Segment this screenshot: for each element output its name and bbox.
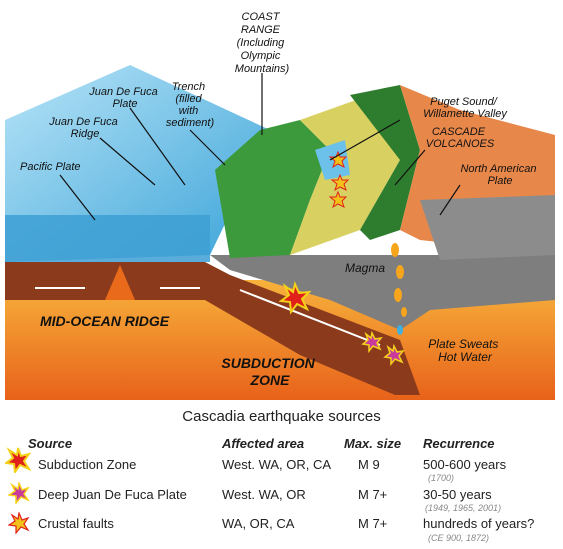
burst-deep-plate-2 bbox=[383, 343, 405, 367]
row-3-dates: (CE 900, 1872) bbox=[428, 533, 490, 543]
ocean-water bbox=[5, 65, 270, 262]
leader-lines bbox=[59, 73, 461, 221]
trench-label: Trench (filled with sediment) bbox=[166, 81, 215, 129]
subduction-zone-label: SUBDUCTION ZONE bbox=[221, 355, 318, 388]
puget-sound-label: Puget Sound/ Willamette Valley bbox=[423, 96, 508, 120]
row-1-area: West. WA, OR, CA bbox=[222, 457, 332, 472]
cross-section-illustration: COAST RANGE (Including Olympic Mountains… bbox=[5, 11, 555, 400]
row-2-dates: (1949, 1965, 2001) bbox=[425, 503, 502, 513]
coast-range-label: COAST RANGE (Including Olympic Mountains… bbox=[235, 11, 290, 75]
north-american-gray bbox=[420, 195, 555, 260]
burst-subduction bbox=[278, 280, 312, 315]
row-2-area: West. WA, OR bbox=[222, 487, 306, 502]
puget-sound-water bbox=[315, 140, 350, 180]
row-2-size: M 7+ bbox=[358, 487, 388, 502]
juan-de-fuca-plate-label: Juan De Fuca Plate bbox=[88, 86, 161, 110]
row-1-source: Subduction Zone bbox=[38, 457, 137, 472]
row-1-dates: (1700) bbox=[428, 473, 455, 483]
magma-drops bbox=[391, 243, 407, 335]
header-source: Source bbox=[28, 436, 73, 451]
row-1-size: M 9 bbox=[358, 457, 380, 472]
cascade-mountains bbox=[350, 85, 420, 240]
row-2-source: Deep Juan De Fuca Plate bbox=[38, 487, 187, 502]
mid-ocean-ridge-rise bbox=[105, 265, 135, 300]
red-burst-icon bbox=[5, 447, 31, 473]
plate-motion-arrows bbox=[35, 287, 381, 346]
magma-label: Magma bbox=[345, 261, 385, 275]
row-3-area: WA, OR, CA bbox=[222, 516, 295, 531]
cascade-volcanoes-label: CASCADE VOLCANOES bbox=[426, 126, 495, 150]
legend-title: Cascadia earthquake sources bbox=[182, 408, 381, 425]
north-american-plate-label: North American Plate bbox=[460, 163, 539, 187]
magenta-burst-icon bbox=[8, 482, 30, 504]
juan-de-fuca-ridge-label: Juan De Fuca Ridge bbox=[48, 116, 121, 140]
header-area: Affected area bbox=[222, 436, 305, 451]
row-3-size: M 7+ bbox=[358, 516, 388, 531]
plate-sweats-label: Plate Sweats Hot Water bbox=[428, 337, 501, 364]
mid-ocean-ridge-label: MID-OCEAN RIDGE bbox=[40, 313, 170, 329]
pacific-plate-label: Pacific Plate bbox=[20, 161, 81, 173]
coast-range bbox=[215, 120, 330, 258]
header-size: Max. size bbox=[344, 436, 402, 451]
burst-crustal bbox=[328, 150, 350, 209]
yellow-burst-icon bbox=[8, 512, 30, 534]
row-1-recurrence: 500-600 years bbox=[423, 457, 507, 472]
row-2-recurrence: 30-50 years bbox=[423, 487, 492, 502]
burst-deep-plate bbox=[361, 330, 383, 354]
continental-crust bbox=[210, 255, 555, 330]
row-3-source: Crustal faults bbox=[38, 516, 114, 531]
header-recurrence: Recurrence bbox=[423, 436, 495, 451]
ocean-front bbox=[5, 215, 210, 262]
row-3-recurrence: hundreds of years? bbox=[423, 516, 535, 531]
